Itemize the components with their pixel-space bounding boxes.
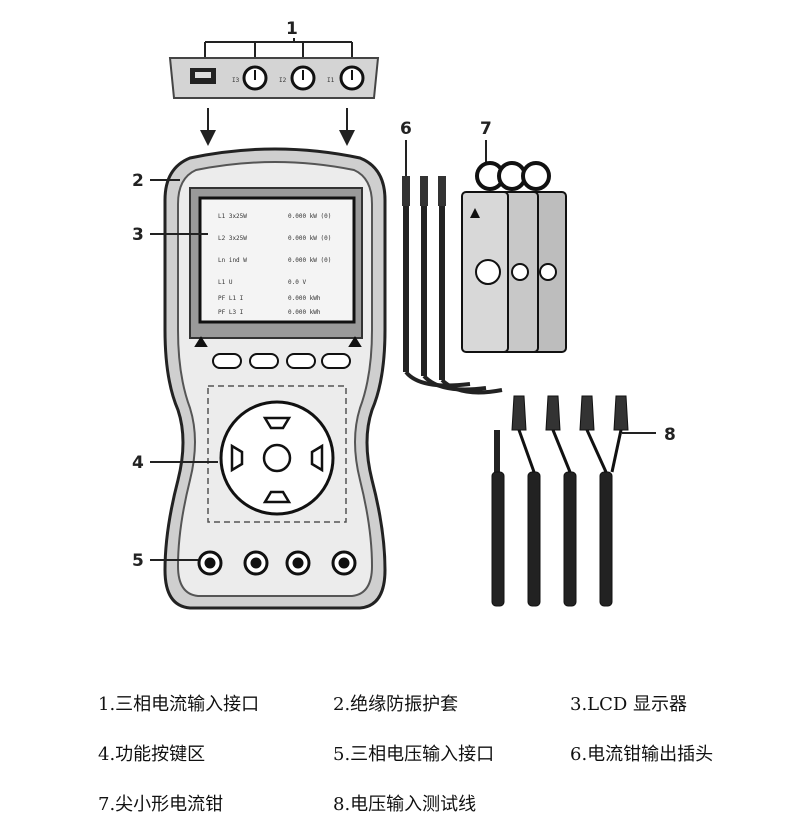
function-keys [194, 336, 362, 369]
navigation-keypad [207, 385, 347, 523]
voltage-test-leads [491, 395, 629, 607]
lcd-row-5-left: PF L1 I [218, 295, 244, 302]
callout-4: 4 [132, 453, 144, 473]
voltage-input-jacks [197, 550, 357, 576]
lcd-row-1-right: 0.000 kW (0) [288, 213, 331, 220]
callout-1: 1 [286, 19, 298, 39]
callout-3: 3 [132, 225, 144, 245]
clamp-output-plugs [402, 140, 503, 395]
callout-1-bracket [204, 38, 353, 66]
lcd-row-5-right: 0.000 kWh [288, 295, 321, 302]
enter-key [262, 443, 292, 473]
callout-5: 5 [132, 551, 144, 571]
down-arrow-icon [262, 490, 292, 504]
lcd-row-2-left: L2 3x25W [218, 235, 247, 242]
left-arrow-icon [230, 443, 244, 473]
legend-item-7: 7.尖小形电流钳 [98, 794, 224, 815]
callout-6: 6 [400, 119, 412, 139]
legend-item-2: 2.绝缘防振护套 [333, 694, 459, 715]
legend-item-8: 8.电压输入测试线 [333, 794, 477, 815]
lcd-row-3-left: Ln ind W [218, 257, 247, 264]
lcd-row-6-left: PF L3 I [218, 309, 244, 316]
port-label-i2: I2 [279, 77, 287, 84]
current-input-panel: I3 I2 I1 [168, 57, 380, 99]
warning-icon-right [348, 336, 362, 347]
callout-2: 2 [132, 171, 144, 191]
lcd-row-2-right: 0.000 kW (0) [288, 235, 331, 242]
legend-item-5: 5.三相电压输入接口 [333, 744, 495, 765]
lcd-row-6-right: 0.000 kWh [288, 309, 321, 316]
legend-item-6: 6.电流钳输出插头 [570, 744, 714, 765]
warning-icon-left [194, 336, 208, 347]
lcd-row-1-left: L1 3x25W [218, 213, 247, 220]
lcd-screen: L1 3x25W 0.000 kW (0) L2 3x25W 0.000 kW … [198, 196, 356, 324]
instrument-diagram: 1 I3 I2 I1 L1 3x25W 0.000 kW (0) L2 3x [132, 19, 676, 610]
callout-7: 7 [480, 119, 492, 139]
lcd-row-4-right: 0.0 V [288, 279, 306, 286]
legend-item-3: 3.LCD 显示器 [570, 694, 688, 715]
right-arrow-icon [310, 443, 324, 473]
lcd-row-4-left: L1 U [218, 279, 233, 286]
up-arrow-icon [262, 416, 292, 430]
port-label-i3: I3 [232, 77, 240, 84]
legend-item-4: 4.功能按键区 [98, 744, 206, 765]
callout-8: 8 [664, 425, 676, 445]
legend-item-1: 1.三相电流输入接口 [98, 694, 260, 715]
current-clamps [461, 140, 567, 353]
port-label-i1: I1 [327, 77, 335, 84]
lcd-row-3-right: 0.000 kW (0) [288, 257, 331, 264]
